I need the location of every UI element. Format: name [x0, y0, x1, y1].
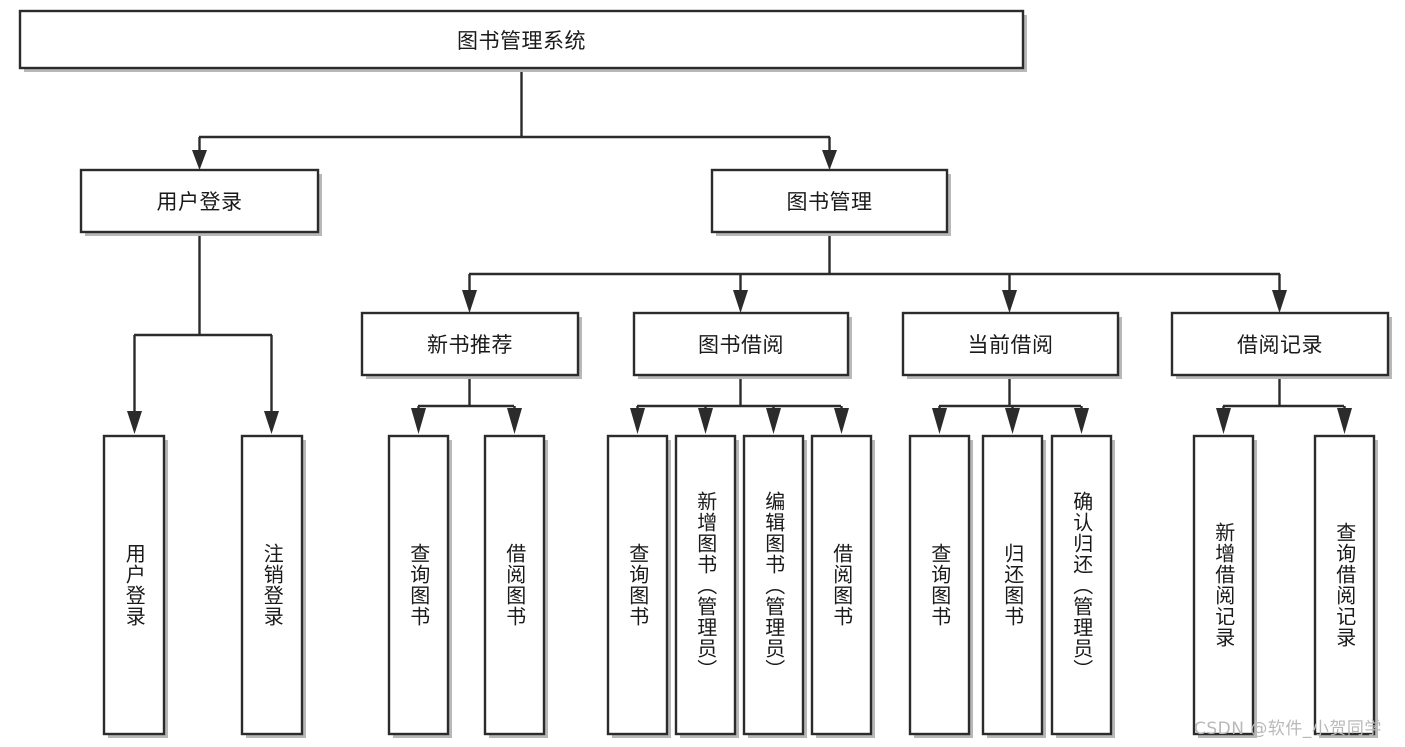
arrow-head-book-borrow — [733, 290, 748, 313]
arrow-head-leaf-query-book-2 — [630, 408, 645, 434]
arrow-head-leaf-query-book-3 — [932, 408, 947, 434]
node-box-root[interactable] — [18, 9, 1025, 70]
arrow-head-leaf-confirm-return — [1074, 408, 1089, 434]
connector-layer — [127, 68, 1352, 434]
arrow-head-leaf-query-book-1 — [411, 408, 426, 434]
node-box-leaf-query-book-3[interactable] — [908, 434, 971, 736]
node-box-leaf-borrow-book-2[interactable] — [810, 434, 873, 736]
node-box-current-borrow[interactable] — [901, 311, 1120, 377]
node-box-leaf-confirm-return[interactable] — [1050, 434, 1113, 736]
node-box-leaf-borrow-book-1[interactable] — [483, 434, 546, 736]
node-box-leaf-query-record[interactable] — [1313, 434, 1376, 736]
node-box-leaf-query-book-2[interactable] — [606, 434, 669, 736]
arrow-head-leaf-borrow-book-2 — [834, 408, 849, 434]
node-box-leaf-add-book[interactable] — [674, 434, 737, 736]
node-box-leaf-logout[interactable] — [240, 434, 304, 736]
node-box-leaf-return-book[interactable] — [981, 434, 1044, 736]
node-box-leaf-user-login[interactable] — [102, 434, 166, 736]
arrow-head-new-book-recommend — [462, 290, 477, 313]
node-box-leaf-add-record[interactable] — [1192, 434, 1255, 736]
arrow-head-leaf-edit-book — [766, 408, 781, 434]
arrow-head-leaf-return-book — [1005, 408, 1020, 434]
arrow-head-borrow-record — [1272, 290, 1287, 313]
node-box-new-book-recommend[interactable] — [360, 311, 580, 377]
arrow-head-leaf-add-record — [1216, 408, 1231, 434]
arrow-head-current-borrow — [1002, 290, 1017, 313]
arrow-head-leaf-add-book — [698, 408, 713, 434]
arrow-head-user-login — [192, 150, 207, 170]
arrow-head-leaf-user-login — [127, 411, 142, 434]
node-box-leaf-query-book-1[interactable] — [387, 434, 450, 736]
arrow-head-book-manage — [822, 150, 837, 170]
arrow-head-leaf-query-record — [1337, 408, 1352, 434]
arrow-head-leaf-borrow-book-1 — [507, 408, 522, 434]
node-box-book-manage[interactable] — [710, 168, 949, 234]
node-box-borrow-record[interactable] — [1170, 311, 1390, 377]
node-box-leaf-edit-book[interactable] — [742, 434, 805, 736]
node-box-book-borrow[interactable] — [632, 311, 850, 377]
arrow-head-leaf-logout — [264, 411, 279, 434]
node-box-user-login[interactable] — [79, 168, 320, 234]
node-layer — [18, 9, 1392, 738]
